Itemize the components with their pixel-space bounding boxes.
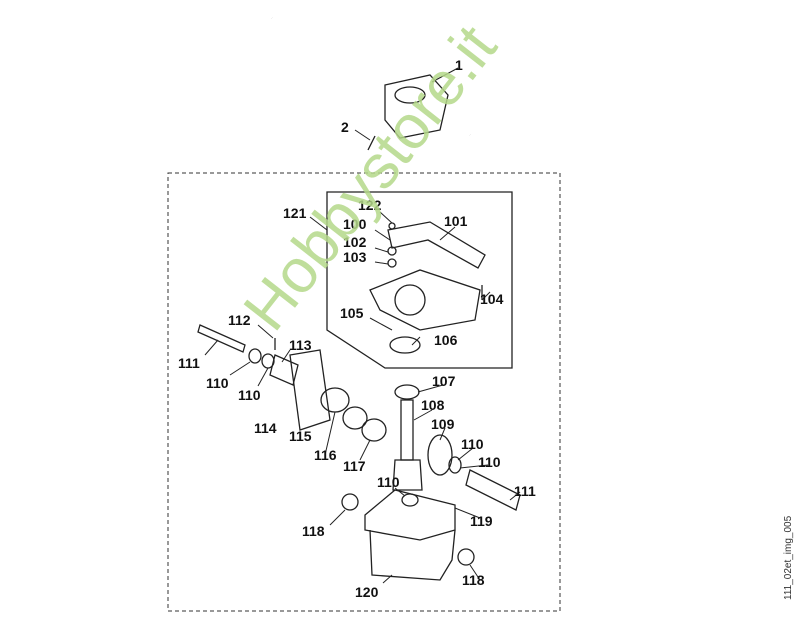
pin-part-2	[354, 129, 376, 151]
label-110: 110	[478, 454, 501, 470]
label-116: 116	[314, 447, 337, 463]
label-113: 113	[289, 337, 312, 353]
label-115: 115	[289, 428, 312, 444]
label-121: 121	[283, 205, 307, 221]
kit-boundary	[167, 172, 561, 612]
label-108: 108	[421, 397, 445, 413]
label-1: 1	[455, 57, 463, 73]
label-114: 114	[254, 420, 277, 436]
label-117: 117	[343, 458, 366, 474]
leader-lines	[204, 211, 521, 584]
label-111: 111	[178, 355, 200, 371]
label-122: 122	[358, 197, 382, 213]
gearbox-housing	[341, 489, 475, 581]
image-caption: 111_02et_img_005	[783, 515, 794, 600]
label-120: 120	[355, 584, 379, 600]
worm-gear-assembly	[392, 384, 521, 511]
label-110: 110	[206, 375, 229, 391]
label-118: 118	[462, 572, 485, 588]
label-101: 101	[444, 213, 468, 229]
label-109: 109	[431, 416, 455, 432]
label-2: 2	[341, 119, 349, 135]
label-110: 110	[238, 387, 261, 403]
gearbox-assembly-part-1	[271, 16, 471, 139]
label-100: 100	[343, 216, 367, 232]
pump-parts	[369, 221, 486, 354]
label-111: 111	[514, 483, 536, 499]
label-107: 107	[432, 373, 456, 389]
label-110: 110	[377, 474, 400, 490]
label-110: 110	[461, 436, 484, 452]
kit-121-boundary	[326, 191, 513, 369]
label-103: 103	[343, 249, 367, 265]
label-102: 102	[343, 234, 367, 250]
label-106: 106	[434, 332, 458, 348]
label-119: 119	[470, 513, 493, 529]
label-118: 118	[302, 523, 325, 539]
label-112: 112	[228, 312, 251, 328]
label-105: 105	[340, 305, 364, 321]
label-104: 104	[480, 291, 504, 307]
